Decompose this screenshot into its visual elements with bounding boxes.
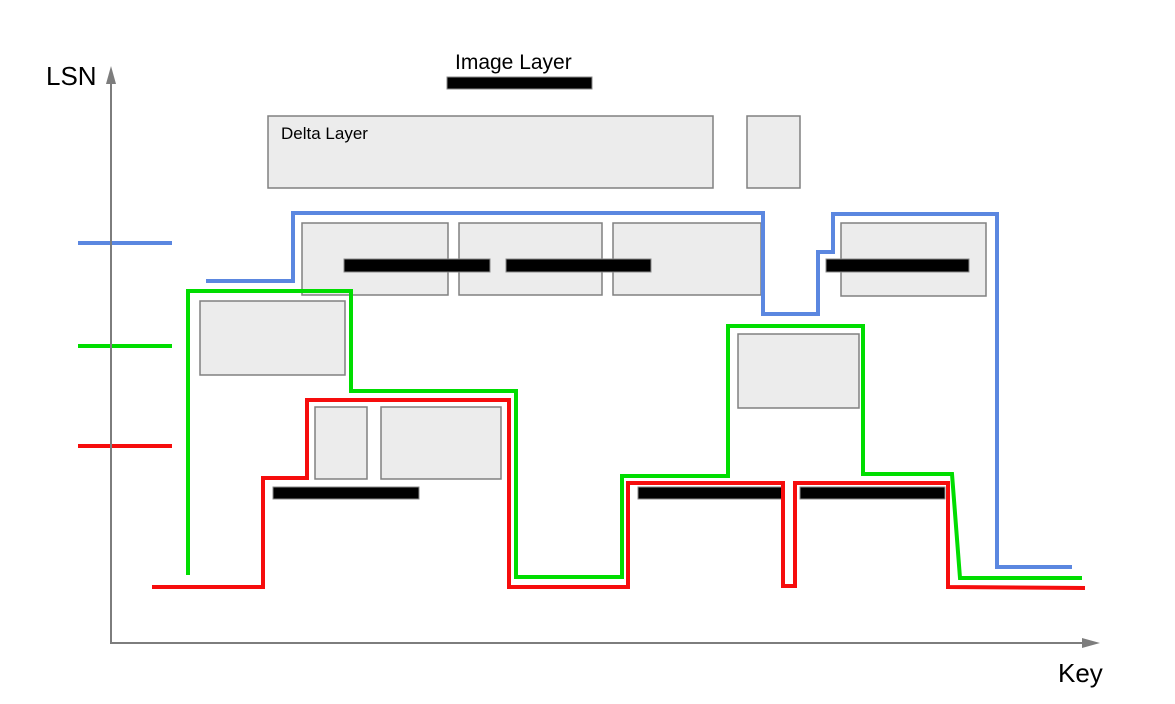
delta-layer-rect — [737, 333, 860, 409]
x-axis-label: Key — [1058, 658, 1103, 688]
delta-layer-rect — [267, 115, 714, 189]
delta-layer-rect — [380, 406, 502, 480]
image-layer-label: Image Layer — [455, 51, 572, 74]
image-layer-bar — [637, 486, 784, 500]
delta-layer-rect — [746, 115, 801, 189]
green-branch-line — [186, 289, 1082, 580]
red-branch-line — [152, 398, 1086, 590]
delta-layer-label: Delta Layer — [281, 124, 368, 143]
y-axis-label: LSN — [46, 61, 97, 91]
image-layer-bar — [343, 258, 491, 273]
delta-layer-rect — [199, 300, 346, 376]
x-axis-arrow-icon — [1082, 638, 1100, 648]
image-layer-bar — [272, 486, 420, 500]
image-layer-bar — [505, 258, 652, 273]
delta-layer-rect — [314, 406, 368, 480]
blue-branch-line — [206, 211, 1072, 569]
image-layer-bar — [446, 76, 593, 90]
y-axis-arrow-icon — [106, 66, 116, 84]
image-layer-bar — [799, 486, 946, 500]
image-layer-bar — [825, 258, 970, 273]
